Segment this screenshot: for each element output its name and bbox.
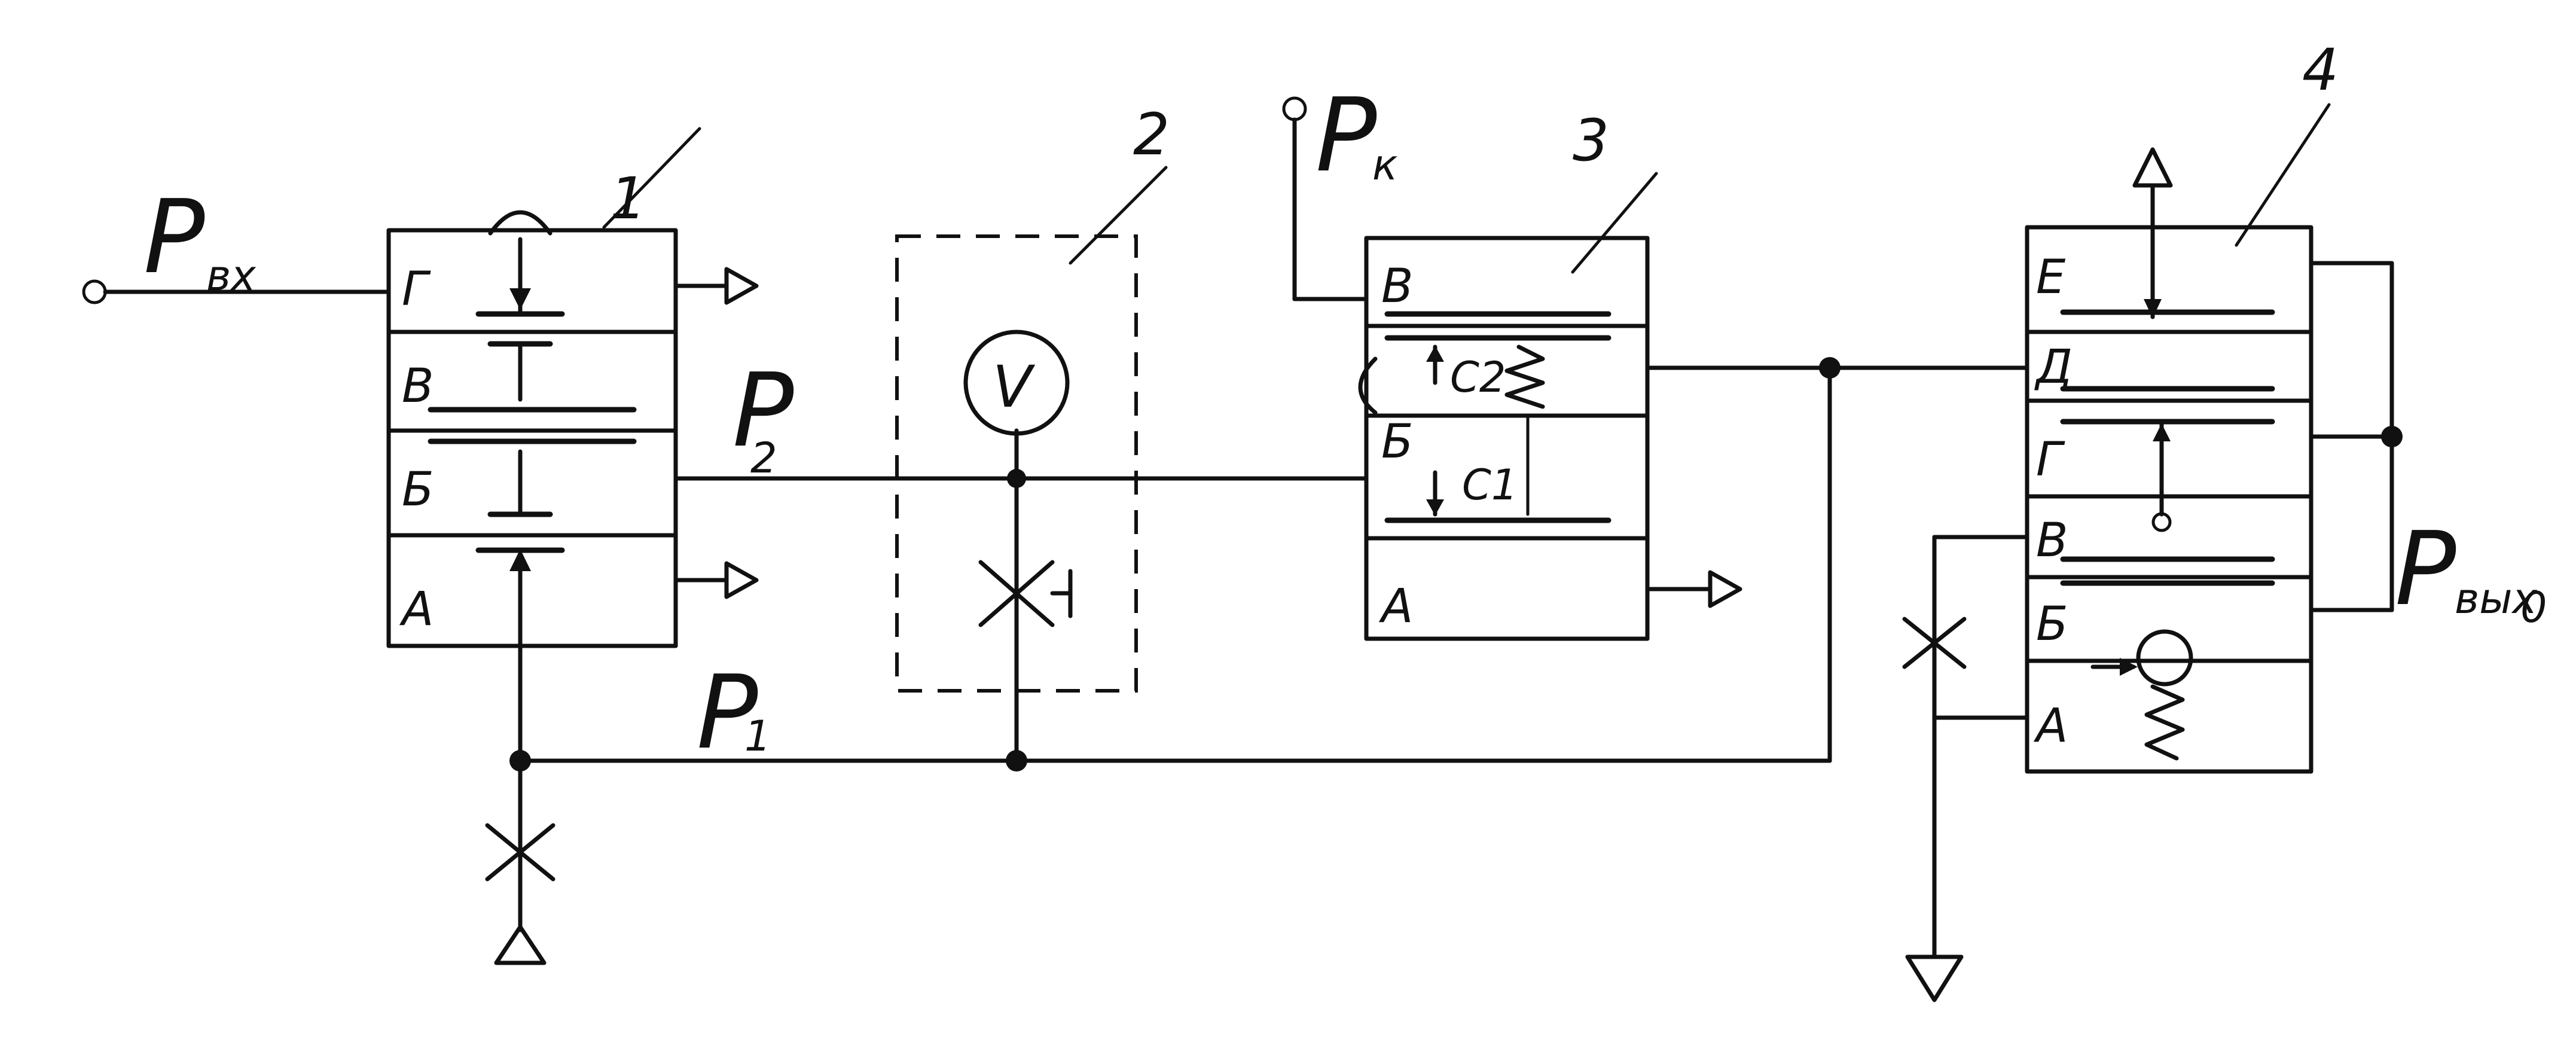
pk-label: P: [1316, 77, 1377, 195]
block-1: [386, 210, 759, 648]
block-4-number: 4: [2302, 36, 2339, 103]
pk-subscript: к: [1372, 141, 1397, 190]
block-1-leader: [602, 127, 701, 229]
block-1-chamber-v: В: [402, 359, 434, 413]
block-3: [1358, 236, 1742, 641]
block-1-chamber-g: Г: [402, 263, 431, 316]
block-3-chamber-a: А: [1378, 580, 1413, 633]
p-in-subscript: вх: [206, 251, 256, 300]
block-4-chamber-d: Д: [2034, 340, 2073, 394]
block-1-chamber-a: А: [399, 583, 434, 636]
block-1-chamber-b: Б: [402, 463, 434, 517]
p2-label: P: [732, 352, 794, 470]
block-3-spring-c1: С1: [1462, 461, 1518, 510]
block-3-leader: [1571, 172, 1658, 274]
block-2-leader: [1069, 166, 1168, 265]
block-4: [2025, 147, 2403, 774]
p-out-subscript: вых: [2455, 574, 2538, 623]
block-3-chamber-b: Б: [1381, 415, 1414, 469]
block-2: [895, 234, 1138, 768]
connection-lines: [485, 357, 2029, 965]
block-1-number: 1: [610, 165, 646, 232]
input-pressure-line: [82, 279, 391, 304]
block-3-spring-c2: С2: [1450, 353, 1506, 402]
p-in-label: P: [144, 178, 205, 297]
block-4-leader: [2235, 103, 2331, 247]
block-4-chamber-b: Б: [2036, 597, 2068, 651]
p1-label: P: [697, 654, 758, 772]
block-4-chamber-g: Г: [2036, 433, 2065, 487]
block-4-chamber-v: В: [2036, 514, 2068, 568]
volume-gauge: V: [963, 330, 1070, 436]
p2-subscript: 2: [750, 434, 777, 483]
block-4-vent-branch: [1902, 535, 2029, 1002]
block-2-number: 2: [1133, 101, 1170, 168]
block-4-chamber-e: Е: [2036, 251, 2066, 304]
p-out-suffix: 0: [2520, 583, 2547, 632]
block-3-number: 3: [1573, 107, 1609, 174]
block-3-chamber-v: В: [1381, 260, 1414, 313]
volume-gauge-label: V: [993, 353, 1036, 420]
block-4-chamber-a: А: [2033, 699, 2068, 753]
p-out-label: P: [2395, 510, 2456, 629]
pk-input-line: [1282, 96, 1369, 301]
p1-subscript: 1: [744, 712, 771, 761]
